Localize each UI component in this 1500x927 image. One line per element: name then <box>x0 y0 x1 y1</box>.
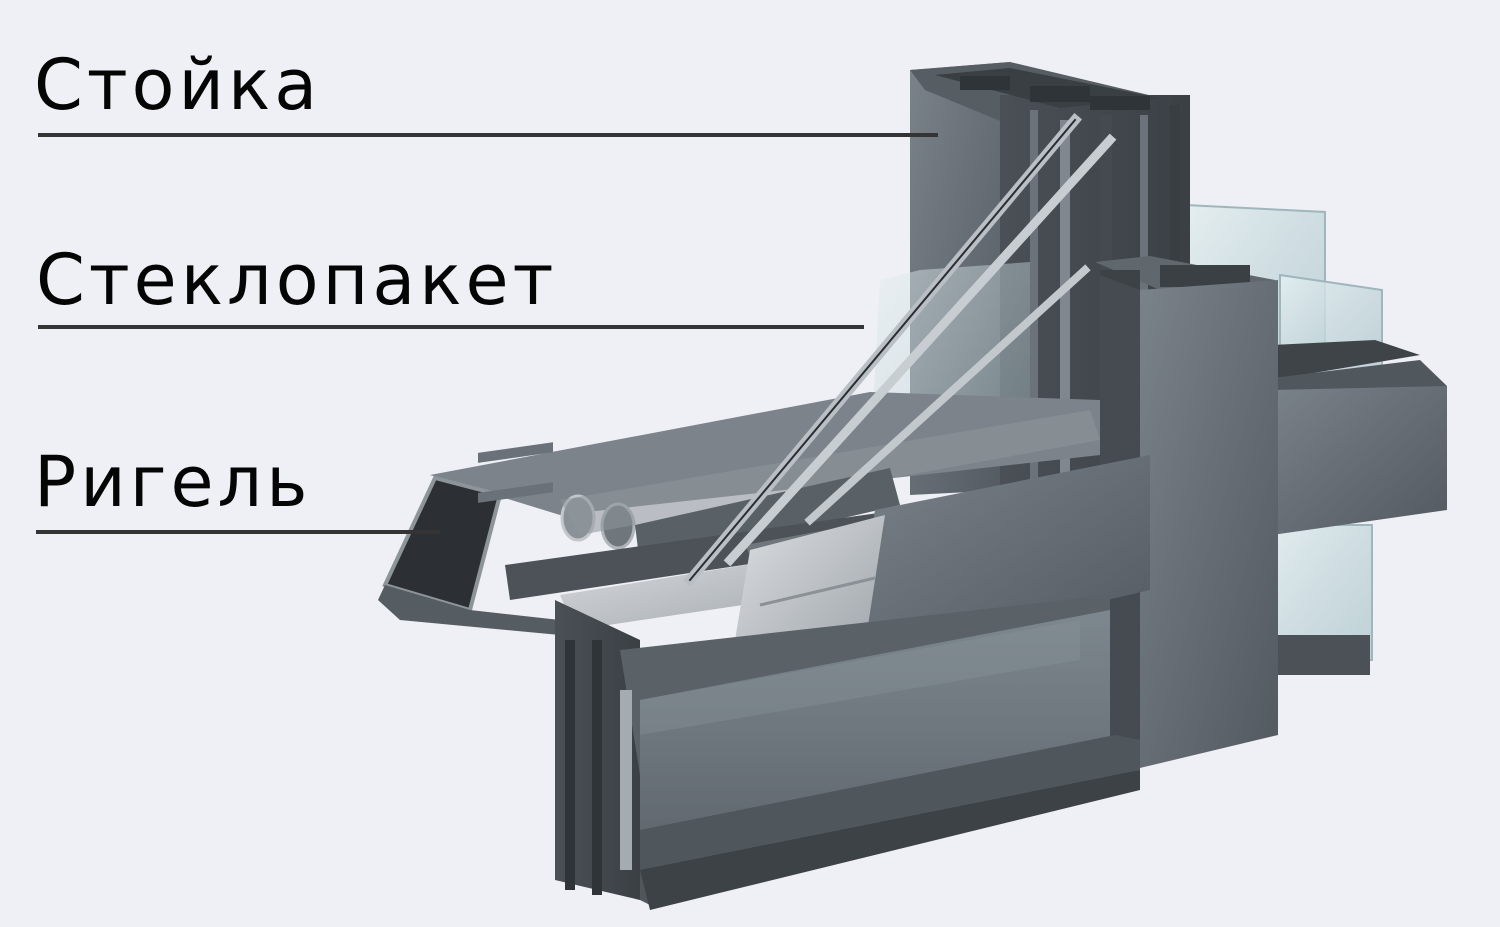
right-transom-block <box>1272 340 1447 535</box>
lower-window-frame <box>555 595 1140 910</box>
callout-leader-mullion <box>38 133 938 137</box>
callout-leader-transom <box>36 530 440 534</box>
glass-unit-edges <box>682 112 1117 588</box>
callout-label-mullion: Стойка <box>34 44 322 126</box>
callout-label-transom: Ригель <box>34 441 312 523</box>
callout-leader-glazing-unit <box>38 325 864 329</box>
callout-label-glazing-unit: Стеклопакет <box>36 239 558 321</box>
